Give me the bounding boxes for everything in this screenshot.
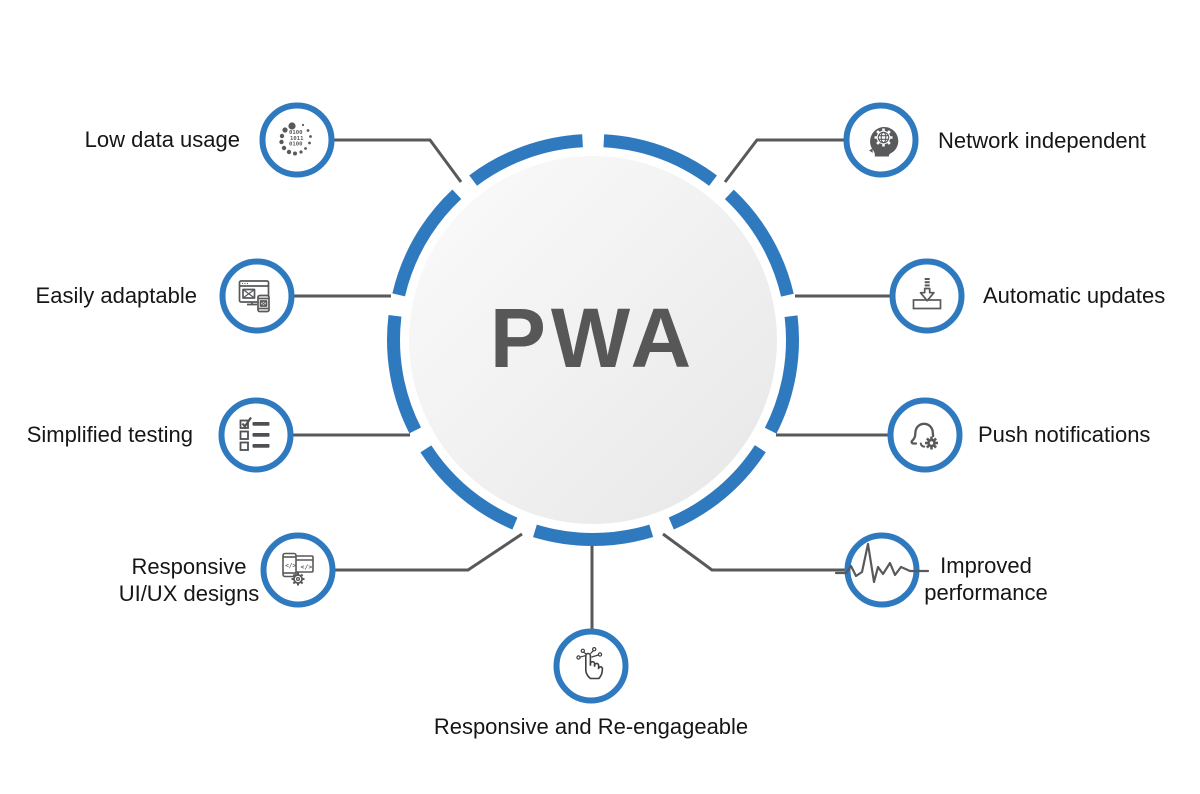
connector-low-data-usage (334, 138, 463, 183)
label-push-notifications: Push notifications (978, 422, 1151, 447)
pulse-icon (832, 532, 932, 613)
label-automatic-updates: Automatic updates (983, 283, 1166, 308)
touch-network-icon (553, 628, 629, 709)
center-title: PWA (489, 291, 697, 385)
binary-dots-icon: 0100 1011 0100 (259, 102, 335, 183)
connector-network-independent (723, 138, 844, 183)
connector-responsive-uiux (335, 532, 523, 572)
binary-row: 0100 (289, 130, 303, 136)
center-circle (409, 156, 777, 524)
connector-improved-performance (662, 532, 845, 572)
label-easily-adaptable: Easily adaptable (35, 283, 197, 308)
label-simplified-testing: Simplified testing (26, 422, 193, 447)
binary-row: 0100 (289, 142, 303, 148)
label-re-engageable: Responsive and Re-engageable (433, 714, 749, 739)
label-responsive-uiux: Responsive UI/UX designs (118, 554, 260, 606)
label-improved-performance: Improved performance (924, 553, 1048, 605)
label-low-data-usage: Low data usage (84, 127, 240, 152)
monitor-phone-icon (219, 258, 295, 339)
checklist-icon (218, 397, 294, 478)
label-network-independent: Network independent (938, 128, 1146, 153)
bell-gear-icon (887, 397, 963, 478)
svg-text:</>: </> (285, 563, 296, 570)
head-globe-gear-icon (843, 102, 919, 183)
dashed-ring (387, 133, 799, 546)
binary-row: 1011 (290, 136, 304, 142)
download-tray-icon (889, 258, 965, 339)
svg-text:</>: </> (301, 563, 313, 571)
devices-code-gear-icon: </> </> (260, 532, 336, 613)
